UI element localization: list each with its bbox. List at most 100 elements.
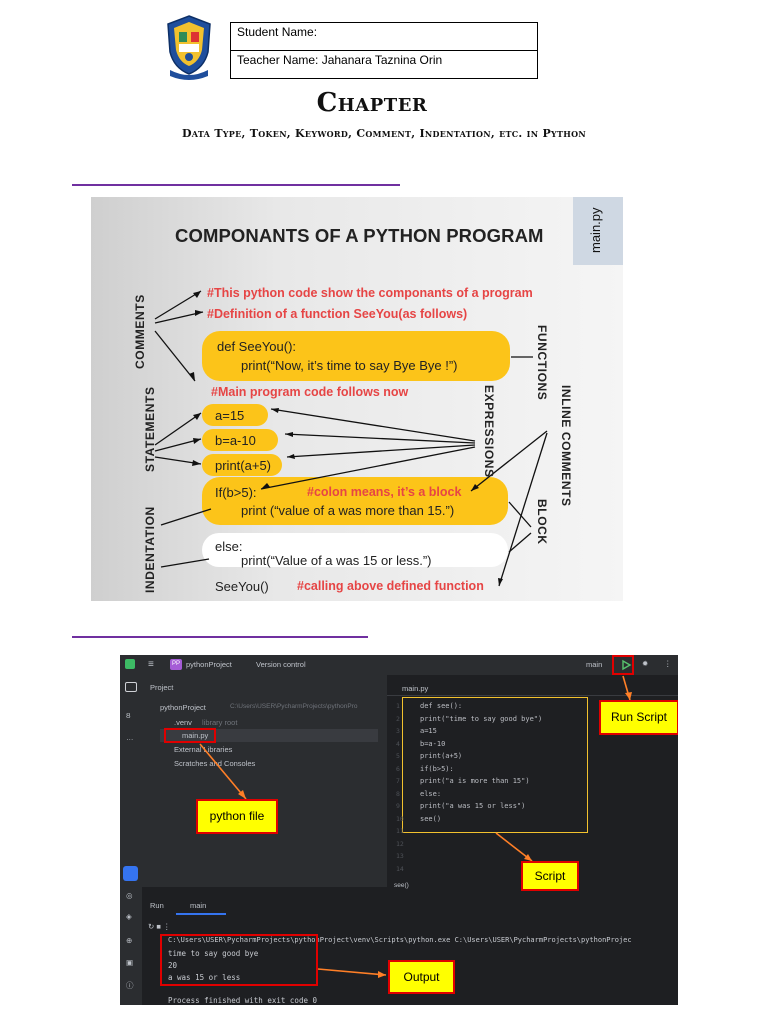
- ide-toolbar: [120, 655, 678, 675]
- code-line[interactable]: print("time to say good bye"): [420, 714, 543, 723]
- tree-venv[interactable]: .venv: [174, 718, 192, 727]
- output-line-2: 20: [168, 961, 178, 970]
- tree-project[interactable]: pythonProject: [160, 703, 206, 712]
- project-header[interactable]: Project: [150, 683, 174, 692]
- if-line: If(b>5):: [215, 485, 257, 500]
- stmt-a: a=15: [215, 408, 245, 423]
- colon-comment: #colon means, it’s a block: [307, 485, 462, 499]
- folder-icon[interactable]: [125, 682, 137, 692]
- stmt-b-pill: [202, 429, 278, 451]
- callout-script: Script: [521, 861, 579, 891]
- python-components-figure: COMPONANTS OF A PYTHON PROGRAM main.py C…: [91, 197, 623, 601]
- line-number: 3: [396, 727, 400, 735]
- label-indentation: INDENTATION: [143, 506, 157, 593]
- run-tool-icon[interactable]: [123, 866, 138, 881]
- run-icon[interactable]: [620, 658, 632, 676]
- code-line[interactable]: print("a was 15 or less"): [420, 802, 526, 810]
- label-expressions: EXPRESSIONS: [482, 385, 496, 478]
- stmt-print-pill: [202, 454, 282, 476]
- structure-icon[interactable]: Ȣ: [126, 711, 131, 720]
- comment-line-2: #Definition of a function SeeYou(as foll…: [207, 307, 468, 321]
- line-number: 11: [396, 827, 404, 835]
- python-packages-icon[interactable]: ◎: [126, 891, 133, 900]
- output-command: C:\Users\USER\PycharmProjects\pythonProj…: [168, 936, 632, 944]
- callout-output: Output: [388, 960, 455, 994]
- label-statements: STATEMENTS: [143, 386, 157, 472]
- project-panel: [142, 675, 387, 887]
- figure-title: COMPONANTS OF A PYTHON PROGRAM: [175, 225, 544, 246]
- app-icon[interactable]: [125, 659, 135, 669]
- run-button-highlight: [612, 655, 634, 675]
- project-badge: PP: [170, 659, 182, 670]
- editor-tab-divider: [387, 695, 678, 696]
- callout-arrows: [199, 675, 632, 978]
- code-line[interactable]: print(a+5): [420, 752, 463, 760]
- tree-scratches[interactable]: Scratches and Consoles: [174, 759, 256, 768]
- rerun-icon[interactable]: ↻ ■ ⋮: [148, 922, 171, 931]
- tree-main-file[interactable]: main.py: [182, 731, 209, 740]
- line-number: 4: [396, 739, 400, 748]
- teacher-name-field: Teacher Name: Jahanara Taznina Orin: [231, 50, 537, 77]
- line-number: 1: [396, 702, 400, 710]
- section-rule-2: [72, 636, 368, 638]
- editor-footer: see(): [394, 882, 409, 889]
- run-config[interactable]: main: [586, 660, 603, 669]
- services-icon[interactable]: ⊕: [126, 936, 133, 945]
- main-comment: #Main program code follows now: [211, 385, 409, 399]
- code-line[interactable]: see(): [420, 814, 442, 823]
- print-more-line: print (“value of a was more than 15.”): [241, 503, 455, 518]
- section-rule-1: [72, 184, 400, 186]
- function-pill: [202, 331, 510, 381]
- label-functions: FUNCTIONS: [535, 325, 549, 401]
- chapter-subtitle: Data Type, Token, Keyword, Comment, Inde…: [181, 127, 587, 140]
- ide-screenshot: ≡ PP pythonProject Version control main …: [120, 655, 678, 1005]
- def-line: def SeeYou():: [217, 339, 297, 354]
- callout-run-script: Run Script: [599, 700, 678, 735]
- code-line[interactable]: if(b>5):: [420, 764, 454, 773]
- output-finished: Process finished with exit code 0: [168, 996, 318, 1005]
- stmt-b: b=a-10: [215, 433, 256, 448]
- tree-project-path: C:\Users\USER\PycharmProjects\pythonPro: [230, 703, 358, 710]
- stmt-print: print(a+5): [215, 458, 271, 473]
- more-icon[interactable]: ⋮: [664, 659, 672, 668]
- more-tools-icon[interactable]: …: [126, 733, 134, 742]
- run-tab-label[interactable]: Run: [150, 901, 164, 910]
- label-block: BLOCK: [535, 499, 549, 545]
- output-line-1: time to say good bye: [168, 949, 259, 958]
- terminal-icon[interactable]: ▣: [126, 958, 134, 967]
- line-number: 14: [396, 864, 404, 873]
- problems-icon[interactable]: ⓘ: [126, 981, 134, 990]
- student-name-field: Student Name:: [237, 25, 318, 39]
- project-name[interactable]: pythonProject: [186, 660, 232, 669]
- version-control[interactable]: Version control: [256, 660, 306, 669]
- if-block-pill: [202, 477, 508, 525]
- else-block-pill: [202, 533, 508, 567]
- line-number: 13: [396, 852, 404, 860]
- file-tab: main.py: [573, 197, 623, 265]
- script-highlight: [402, 697, 588, 833]
- line-number: 8: [396, 789, 400, 798]
- print-less-line: print(“Value of a was 15 or less.”): [241, 553, 432, 568]
- run-tab-underline: [176, 913, 226, 915]
- output-highlight: [160, 934, 318, 986]
- editor-tab[interactable]: main.py: [402, 684, 429, 693]
- else-line: else:: [215, 539, 243, 554]
- chapter-title: Chapter: [316, 88, 428, 118]
- output-line-3: a was 15 or less: [168, 973, 241, 982]
- debug-icon[interactable]: ✹: [642, 659, 649, 668]
- code-line[interactable]: def see():: [420, 702, 463, 710]
- code-line[interactable]: else:: [420, 789, 442, 798]
- layers-icon[interactable]: ◈: [126, 912, 132, 921]
- school-logo: [164, 14, 214, 80]
- run-tab-config[interactable]: main: [190, 901, 207, 910]
- line-number: 9: [396, 802, 400, 810]
- menu-icon[interactable]: ≡: [148, 659, 154, 670]
- code-line[interactable]: a=15: [420, 727, 437, 735]
- stmt-a-pill: [202, 404, 268, 426]
- code-line[interactable]: b=a-10: [420, 739, 446, 748]
- tree-external-libraries[interactable]: External Libraries: [174, 745, 233, 754]
- callout-python-file: python file: [196, 799, 278, 834]
- line-number: 7: [396, 777, 400, 785]
- line-number: 10: [396, 814, 404, 823]
- code-line[interactable]: print("a is more than 15"): [420, 777, 530, 785]
